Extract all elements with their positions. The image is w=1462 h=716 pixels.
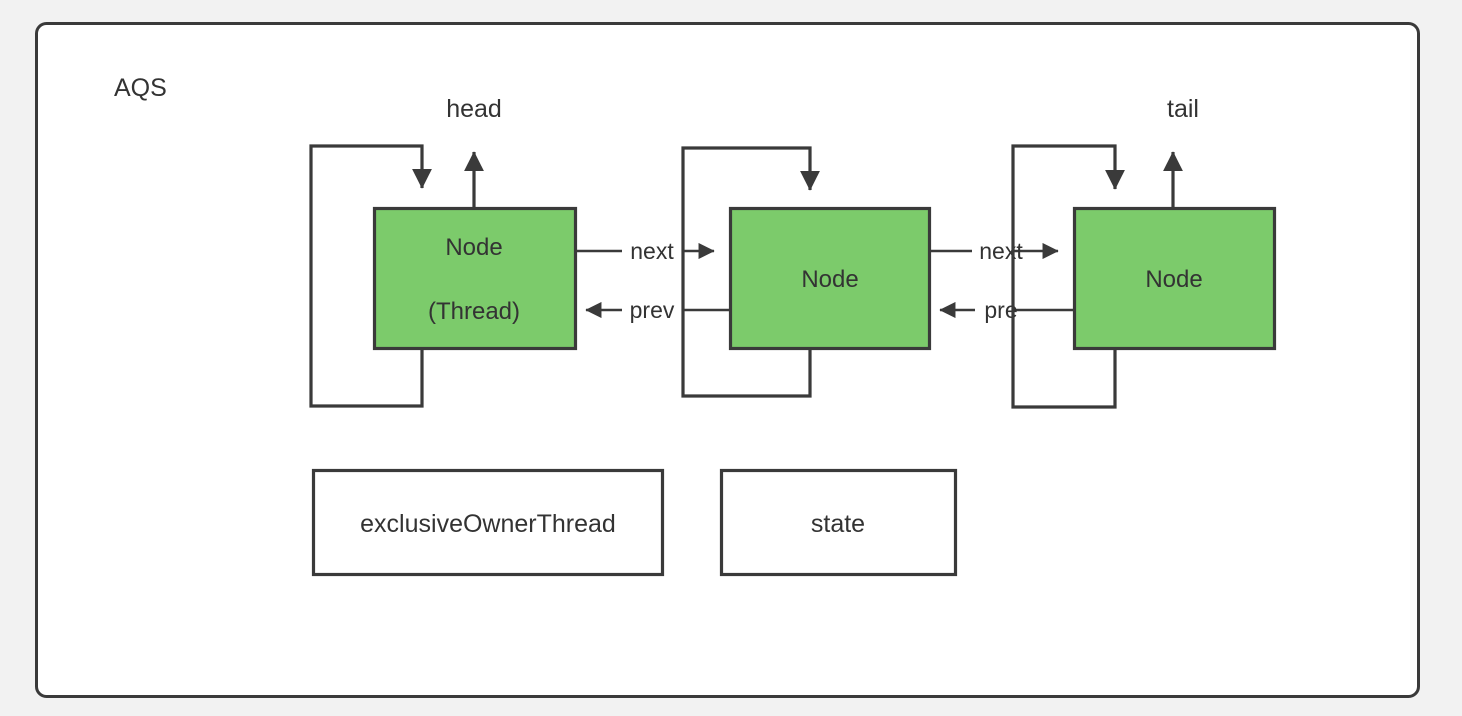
aqs-container xyxy=(35,22,1420,698)
edge-next-1-label: next xyxy=(630,238,674,264)
edge-prev-1-label: prev xyxy=(630,297,675,323)
node-2-self-loop xyxy=(681,146,820,398)
node-1-box[interactable] xyxy=(372,206,578,351)
diagram-title: AQS xyxy=(114,74,167,102)
node-1-label-line2: (Thread) xyxy=(428,298,520,325)
tail-pointer-label: tail xyxy=(1167,95,1199,123)
node-3-box[interactable] xyxy=(1072,206,1277,351)
node-3-self-loop xyxy=(1011,144,1125,409)
node-2-label-line1: Node xyxy=(801,266,858,293)
field-exclusive-owner-thread-box[interactable] xyxy=(311,468,665,577)
head-pointer-label: head xyxy=(446,95,502,123)
field-exclusive-owner-thread-label: exclusiveOwnerThread xyxy=(360,510,616,538)
edge-next-2-label: next xyxy=(979,238,1023,264)
node-2-box[interactable] xyxy=(728,206,932,351)
node-1-self-loop xyxy=(309,144,432,408)
field-state-label: state xyxy=(811,510,865,538)
field-state-box[interactable] xyxy=(719,468,958,577)
node-1-label-line1: Node xyxy=(445,234,502,261)
node-3-label-line1: Node xyxy=(1145,266,1202,293)
